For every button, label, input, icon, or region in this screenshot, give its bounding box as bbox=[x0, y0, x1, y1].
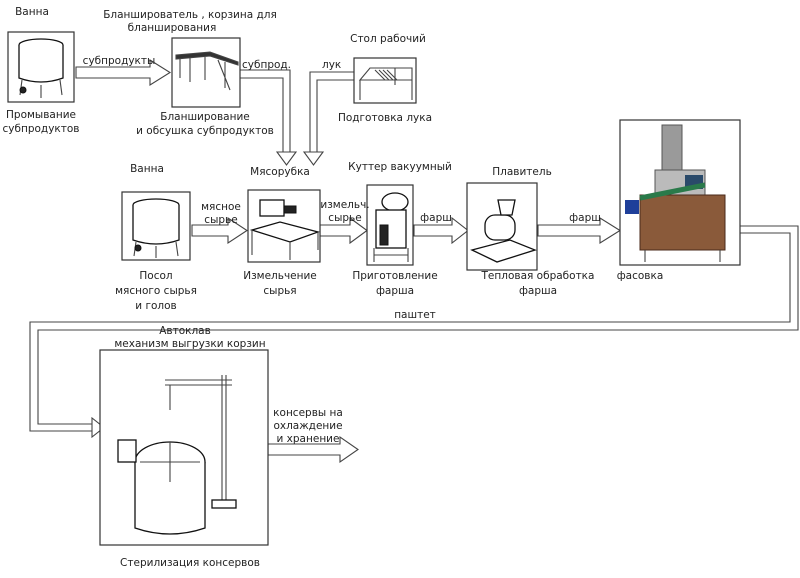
equipment-meat-grinder bbox=[247, 189, 321, 263]
equipment-melter bbox=[466, 182, 538, 271]
caption-sterilization: Стерилизация консервов bbox=[120, 557, 260, 569]
caption-grinding-1: Измельчение bbox=[243, 270, 317, 282]
label-washing-equipment: Ванна bbox=[15, 6, 49, 18]
flow-onion: лук bbox=[322, 59, 341, 71]
flow-ground-raw-1: измельч. bbox=[320, 199, 369, 211]
label-autoclave-1: Автоклав bbox=[159, 325, 211, 337]
flow-mince-2: фарш bbox=[569, 212, 601, 224]
flow-meat-raw-2: сырье bbox=[204, 214, 237, 226]
caption-onion: Подготовка лука bbox=[338, 112, 432, 124]
connector-onion-to-grinder bbox=[302, 71, 354, 166]
arrow-mince-2 bbox=[537, 217, 622, 244]
caption-grinding-2: сырья bbox=[263, 285, 296, 297]
flow-byproducts-short: субпрод. bbox=[242, 59, 291, 71]
equipment-autoclave bbox=[99, 349, 269, 546]
equipment-washing-tank bbox=[7, 31, 75, 103]
caption-washing-1: Промывание bbox=[6, 109, 76, 121]
caption-cutter-1: Приготовление bbox=[352, 270, 437, 282]
caption-melter-2: фарша bbox=[519, 285, 557, 297]
caption-blanching-2: и обсушка субпродуктов bbox=[136, 125, 274, 137]
label-blancher-2: бланширования bbox=[128, 22, 217, 34]
flow-output-1: консервы на bbox=[273, 407, 343, 419]
caption-salting-3: и голов bbox=[135, 300, 176, 312]
equipment-blancher bbox=[171, 37, 241, 108]
arrow-meat-raw bbox=[191, 216, 249, 245]
flow-pate: паштет bbox=[394, 309, 436, 321]
arrow-output bbox=[267, 435, 359, 464]
equipment-work-table bbox=[353, 57, 417, 104]
flow-mince-1: фарш bbox=[420, 212, 452, 224]
label-salting-equipment: Ванна bbox=[130, 163, 164, 175]
equipment-filling-machine bbox=[619, 119, 741, 266]
label-grinder: Мясорубка bbox=[250, 166, 310, 178]
label-blancher-1: Бланширователь , корзина для bbox=[103, 9, 277, 21]
caption-salting-1: Посол bbox=[139, 270, 172, 282]
caption-salting-2: мясного сырья bbox=[115, 285, 197, 297]
label-cutter: Куттер вакуумный bbox=[348, 161, 452, 173]
arrow-mince-1 bbox=[413, 216, 469, 245]
connector-byproducts-to-grinder bbox=[240, 69, 298, 166]
caption-packing: фасовка bbox=[617, 270, 664, 282]
equipment-salting-tank bbox=[121, 191, 191, 261]
connector-pate-to-autoclave bbox=[29, 225, 799, 439]
caption-melter-1: Тепловая обработка bbox=[481, 270, 595, 282]
label-work-table: Стол рабочий bbox=[350, 33, 426, 45]
flow-ground-raw-2: сырье bbox=[328, 212, 361, 224]
caption-blanching-1: Бланширование bbox=[160, 111, 250, 123]
caption-cutter-2: фарша bbox=[376, 285, 414, 297]
caption-washing-2: субпродуктов bbox=[3, 123, 80, 135]
label-melter: Плавитель bbox=[492, 166, 552, 178]
flow-output-2: охлаждение bbox=[273, 420, 342, 432]
flow-byproducts: субпродукты bbox=[83, 55, 156, 67]
label-autoclave-2: механизм выгрузки корзин bbox=[114, 338, 265, 350]
arrow-ground-raw bbox=[319, 216, 368, 245]
flow-output-3: и хранение bbox=[277, 433, 340, 445]
equipment-vacuum-cutter bbox=[366, 184, 414, 266]
arrow-byproducts bbox=[75, 59, 172, 86]
flow-meat-raw-1: мясное bbox=[201, 201, 241, 213]
